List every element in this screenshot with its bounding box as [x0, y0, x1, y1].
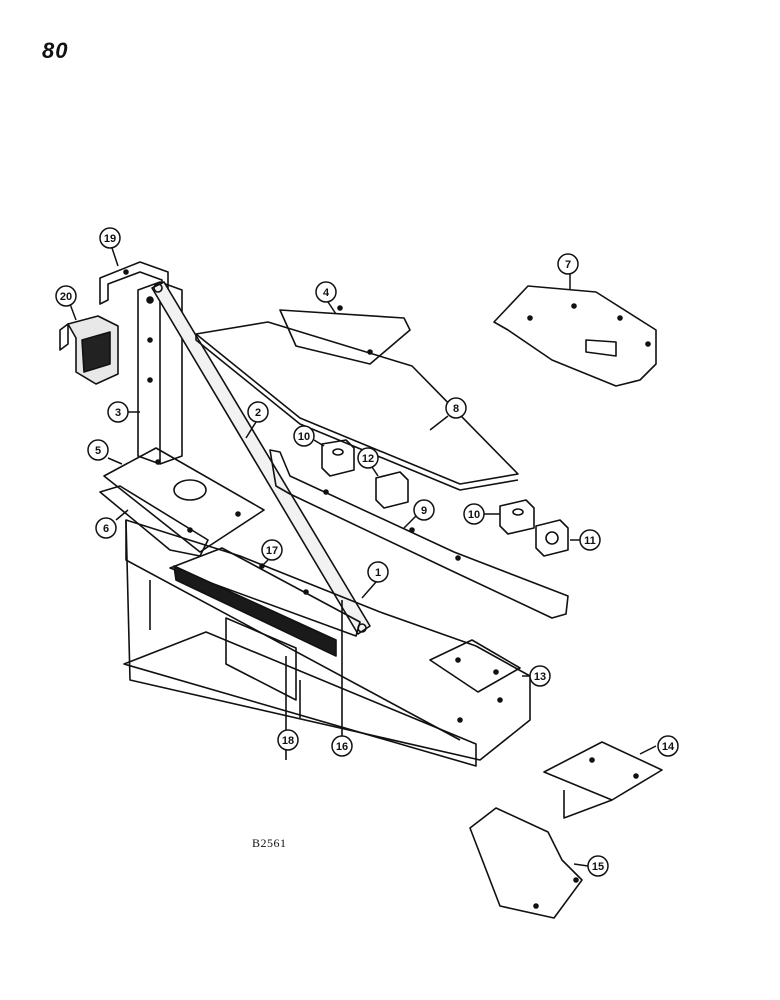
callout-19: 19 — [99, 227, 121, 267]
svg-text:2: 2 — [255, 407, 261, 419]
spacer-block-part-12 — [375, 471, 409, 509]
vertical-post-part-3 — [137, 281, 183, 465]
mounting-plate-part-7 — [493, 285, 657, 387]
plate-part-13 — [429, 639, 521, 693]
svg-text:8: 8 — [453, 403, 459, 415]
svg-text:12: 12 — [362, 453, 374, 465]
callout-12: 12 — [357, 447, 379, 477]
callout-3: 3 — [107, 401, 140, 423]
callout-6: 6 — [95, 509, 129, 539]
plate-part-15 — [469, 807, 583, 919]
svg-text:4: 4 — [323, 287, 330, 299]
drawing-code: B2561 — [252, 836, 287, 850]
callout-14: 14 — [639, 735, 679, 757]
callout-4: 4 — [315, 281, 337, 315]
callout-20: 20 — [55, 285, 77, 321]
callout-18: 18 — [277, 729, 299, 751]
callout-7: 7 — [557, 253, 579, 290]
bracket-part-19 — [99, 261, 169, 305]
svg-text:17: 17 — [266, 545, 278, 557]
svg-text:5: 5 — [95, 445, 101, 457]
base-shelf — [123, 631, 477, 767]
svg-text:13: 13 — [534, 671, 546, 683]
clamp-bracket-part-20 — [59, 315, 119, 385]
page-number: 80 — [42, 38, 69, 63]
cover-plate-part-4 — [279, 305, 411, 365]
svg-text:10: 10 — [298, 431, 310, 443]
angle-bracket-part-14 — [543, 741, 663, 819]
callout-17: 17 — [261, 539, 283, 567]
under-plate-part-6 — [99, 485, 209, 557]
side-panel-part-8 — [195, 321, 519, 491]
svg-text:1: 1 — [375, 567, 381, 579]
spacer-block-part-10b — [499, 499, 535, 535]
svg-text:10: 10 — [468, 509, 480, 521]
callout-15: 15 — [573, 855, 609, 877]
svg-text:18: 18 — [282, 735, 294, 747]
svg-text:6: 6 — [103, 523, 109, 535]
callout-13: 13 — [522, 665, 551, 687]
side-bar-part-18 — [173, 565, 337, 760]
svg-text:11: 11 — [584, 535, 596, 547]
svg-text:15: 15 — [592, 861, 604, 873]
callout-1: 1 — [361, 561, 389, 599]
top-plate-part-5 — [103, 447, 265, 553]
svg-text:7: 7 — [565, 259, 571, 271]
callout-10-a: 10 — [293, 425, 325, 447]
svg-text:20: 20 — [60, 291, 72, 303]
callout-10-b: 10 — [463, 503, 500, 525]
spacer-block-part-11 — [535, 519, 569, 557]
callout-9: 9 — [403, 499, 435, 529]
svg-text:14: 14 — [662, 741, 675, 753]
svg-text:16: 16 — [336, 741, 348, 753]
spacer-block-part-10 — [321, 439, 355, 477]
callout-8: 8 — [429, 397, 467, 431]
callout-2: 2 — [245, 401, 269, 439]
callout-16: 16 — [331, 735, 353, 757]
svg-text:9: 9 — [421, 505, 427, 517]
callout-5: 5 — [87, 439, 123, 465]
svg-text:3: 3 — [115, 407, 121, 419]
long-strip-part-9 — [269, 449, 569, 619]
callout-11: 11 — [570, 529, 601, 551]
svg-text:19: 19 — [104, 233, 116, 245]
